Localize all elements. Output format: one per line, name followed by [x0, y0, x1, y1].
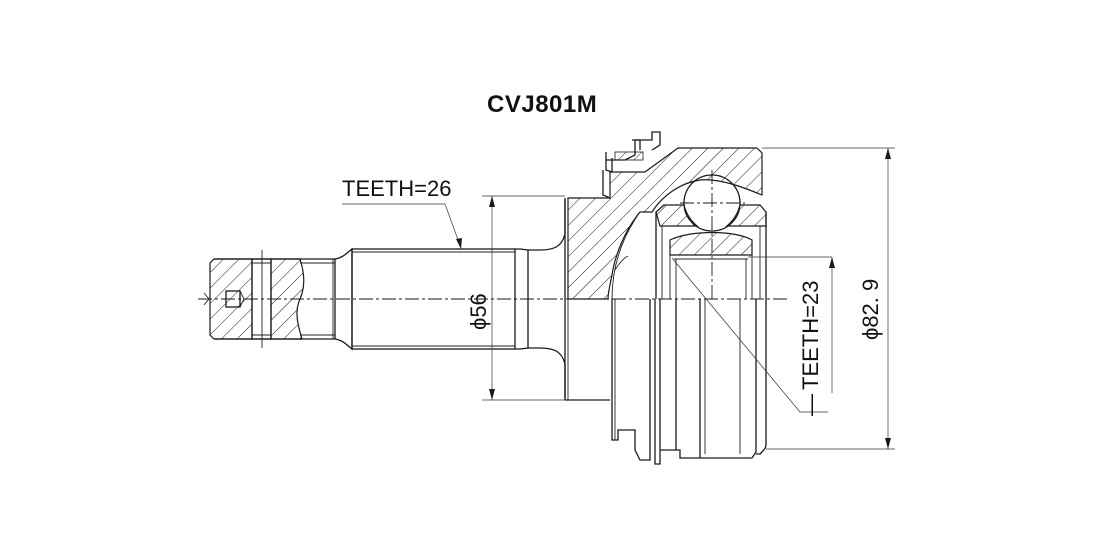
- teeth-23-marker: —: [798, 394, 823, 416]
- part-number-title: CVJ801M: [487, 91, 597, 118]
- dim-phi82-9: [762, 147, 895, 450]
- dim-phi56: [482, 195, 565, 401]
- spline-stem: [334, 247, 529, 351]
- teeth26-callout: [342, 203, 462, 249]
- teeth-26-label: TEETH=26: [342, 176, 451, 201]
- teeth23-leader: [671, 257, 801, 413]
- bell-housing-section: [567, 147, 763, 300]
- threaded-end: [203, 250, 336, 348]
- ball-and-cage: [655, 170, 767, 299]
- phi82-9-label: ϕ82. 9: [858, 279, 883, 340]
- teeth-23-label: TEETH=23: [798, 281, 823, 390]
- phi56-label: ϕ56: [466, 293, 491, 330]
- lower-housing-outline: [611, 299, 767, 465]
- boot-clamp: [605, 131, 661, 173]
